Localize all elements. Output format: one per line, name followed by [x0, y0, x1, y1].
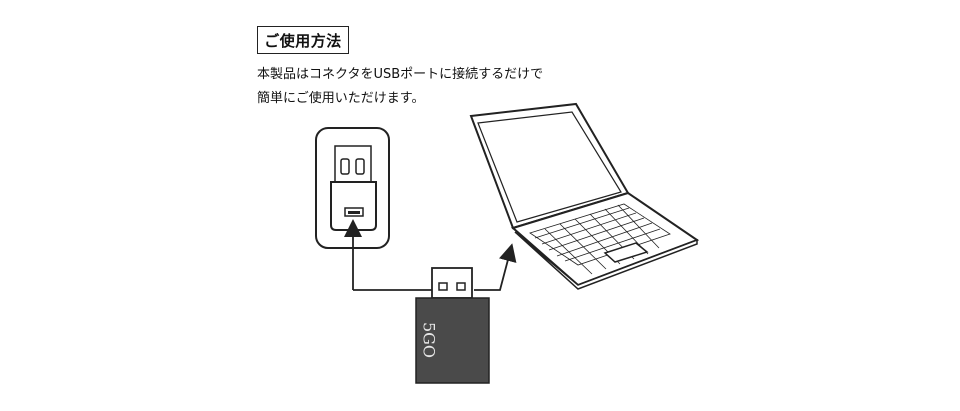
usb-charger-icon [330, 181, 377, 231]
device-body [415, 297, 490, 384]
section-title-text: ご使用方法 [264, 31, 342, 50]
usage-description: 本製品はコネクタをUSBポートに接続するだけで 簡単にご使用いただけます。 [257, 63, 543, 111]
laptop-connection-line [474, 243, 517, 291]
usb-plug-icon [431, 267, 473, 304]
section-title: ご使用方法 [257, 26, 349, 54]
device-brand-label: 5GO [420, 322, 439, 358]
description-line-2: 簡単にご使用いただけます。 [257, 91, 425, 106]
laptop-icon [469, 102, 700, 290]
description-line-1: 本製品はコネクタをUSBポートに接続するだけで [257, 67, 544, 82]
